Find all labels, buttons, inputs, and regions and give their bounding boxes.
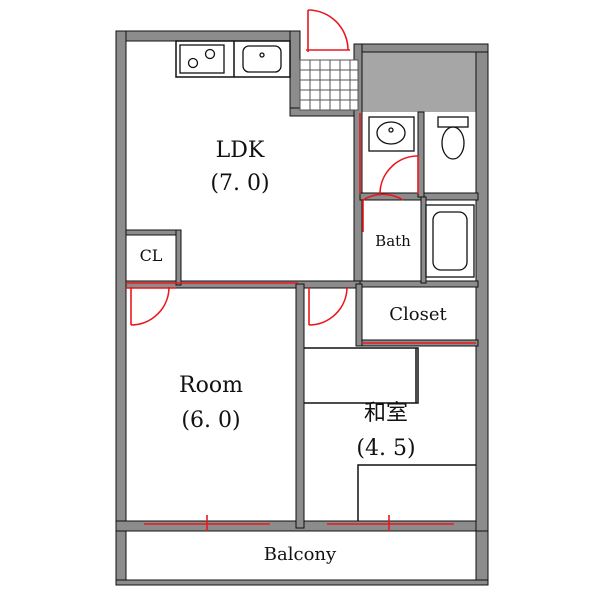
wash-basin-icon: [368, 116, 415, 152]
ldk-label: LDK: [216, 138, 265, 163]
ldk-size: (7. 0): [210, 171, 269, 196]
balcony-label: Balcony: [264, 544, 337, 565]
utility-shaft: [360, 50, 485, 112]
kitchen-counter: [175, 40, 291, 78]
room-label: Room: [179, 373, 243, 398]
kitchen-sink-icon: [242, 45, 282, 73]
washitsu-label: 和室: [364, 401, 408, 426]
room-size: (6. 0): [181, 408, 240, 433]
toilet-icon: [437, 116, 469, 160]
closet-label: Closet: [389, 304, 447, 325]
bath-label: Bath: [375, 232, 411, 250]
stove-icon: [179, 44, 225, 74]
balcony-outline: [115, 530, 489, 586]
doors-and-windows: [126, 9, 476, 531]
washitsu-size: (4. 5): [356, 436, 415, 461]
bathtub-icon: [425, 204, 475, 278]
washitsu-closet-lines: [304, 347, 476, 521]
entrance-tiles: [299, 59, 359, 111]
cl-label: CL: [140, 246, 163, 265]
